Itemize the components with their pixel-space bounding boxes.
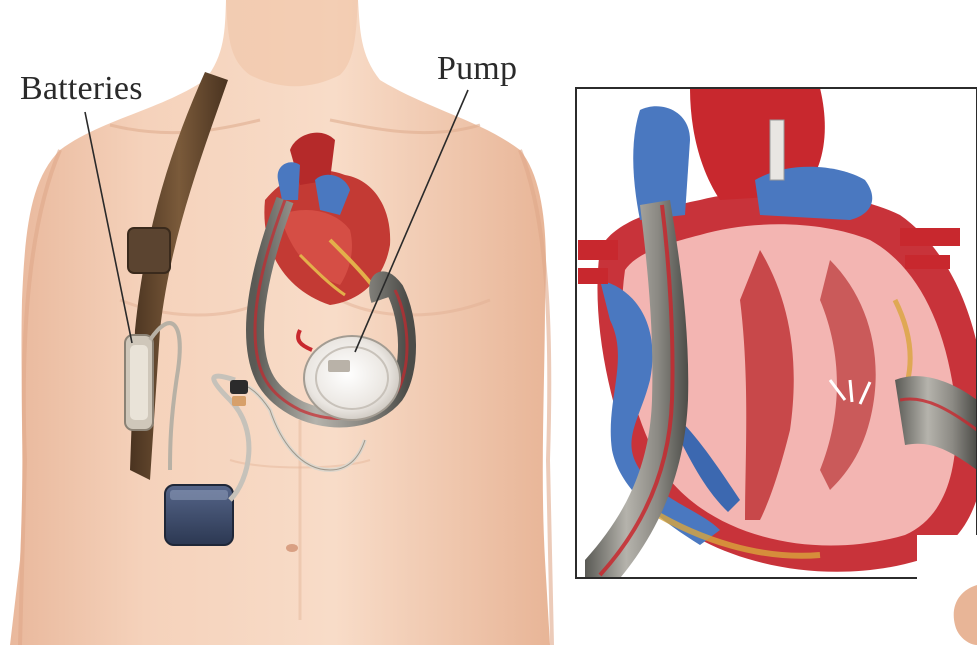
inset-panel xyxy=(576,88,977,600)
label-pump: Pump xyxy=(437,50,517,88)
label-batteries: Batteries xyxy=(20,70,143,108)
corner-panel xyxy=(917,535,977,645)
